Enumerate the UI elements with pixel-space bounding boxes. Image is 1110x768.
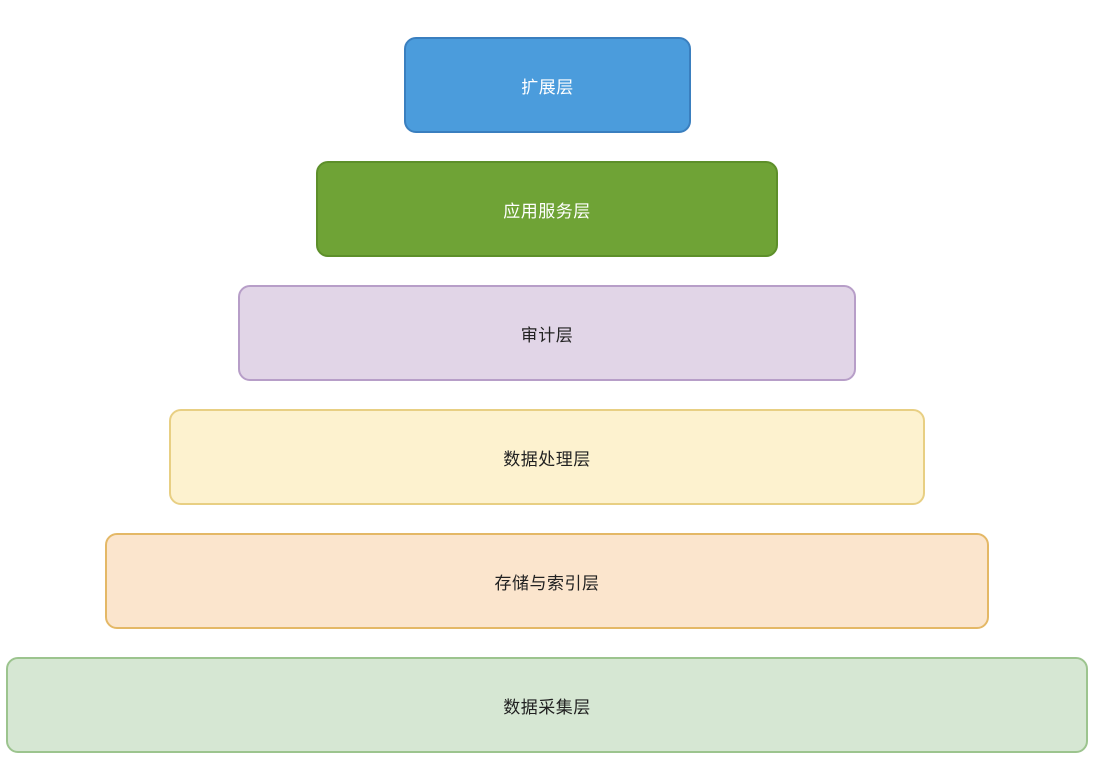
audit-layer-label: 审计层: [520, 325, 574, 346]
extension-layer-label: 扩展层: [521, 77, 574, 98]
application-service-layer-label: 应用服务层: [503, 201, 591, 222]
application-service-layer-box: 应用服务层: [316, 161, 778, 257]
data-processing-layer-label: 数据处理层: [503, 449, 591, 470]
data-collection-layer-box: 数据采集层: [6, 657, 1088, 753]
storage-index-layer-label: 存储与索引层: [494, 573, 600, 594]
extension-layer-box: 扩展层: [404, 37, 691, 133]
data-collection-layer-label: 数据采集层: [503, 697, 591, 718]
storage-index-layer-box: 存储与索引层: [105, 533, 989, 629]
data-processing-layer-box: 数据处理层: [169, 409, 925, 505]
audit-layer-box: 审计层: [238, 285, 856, 381]
